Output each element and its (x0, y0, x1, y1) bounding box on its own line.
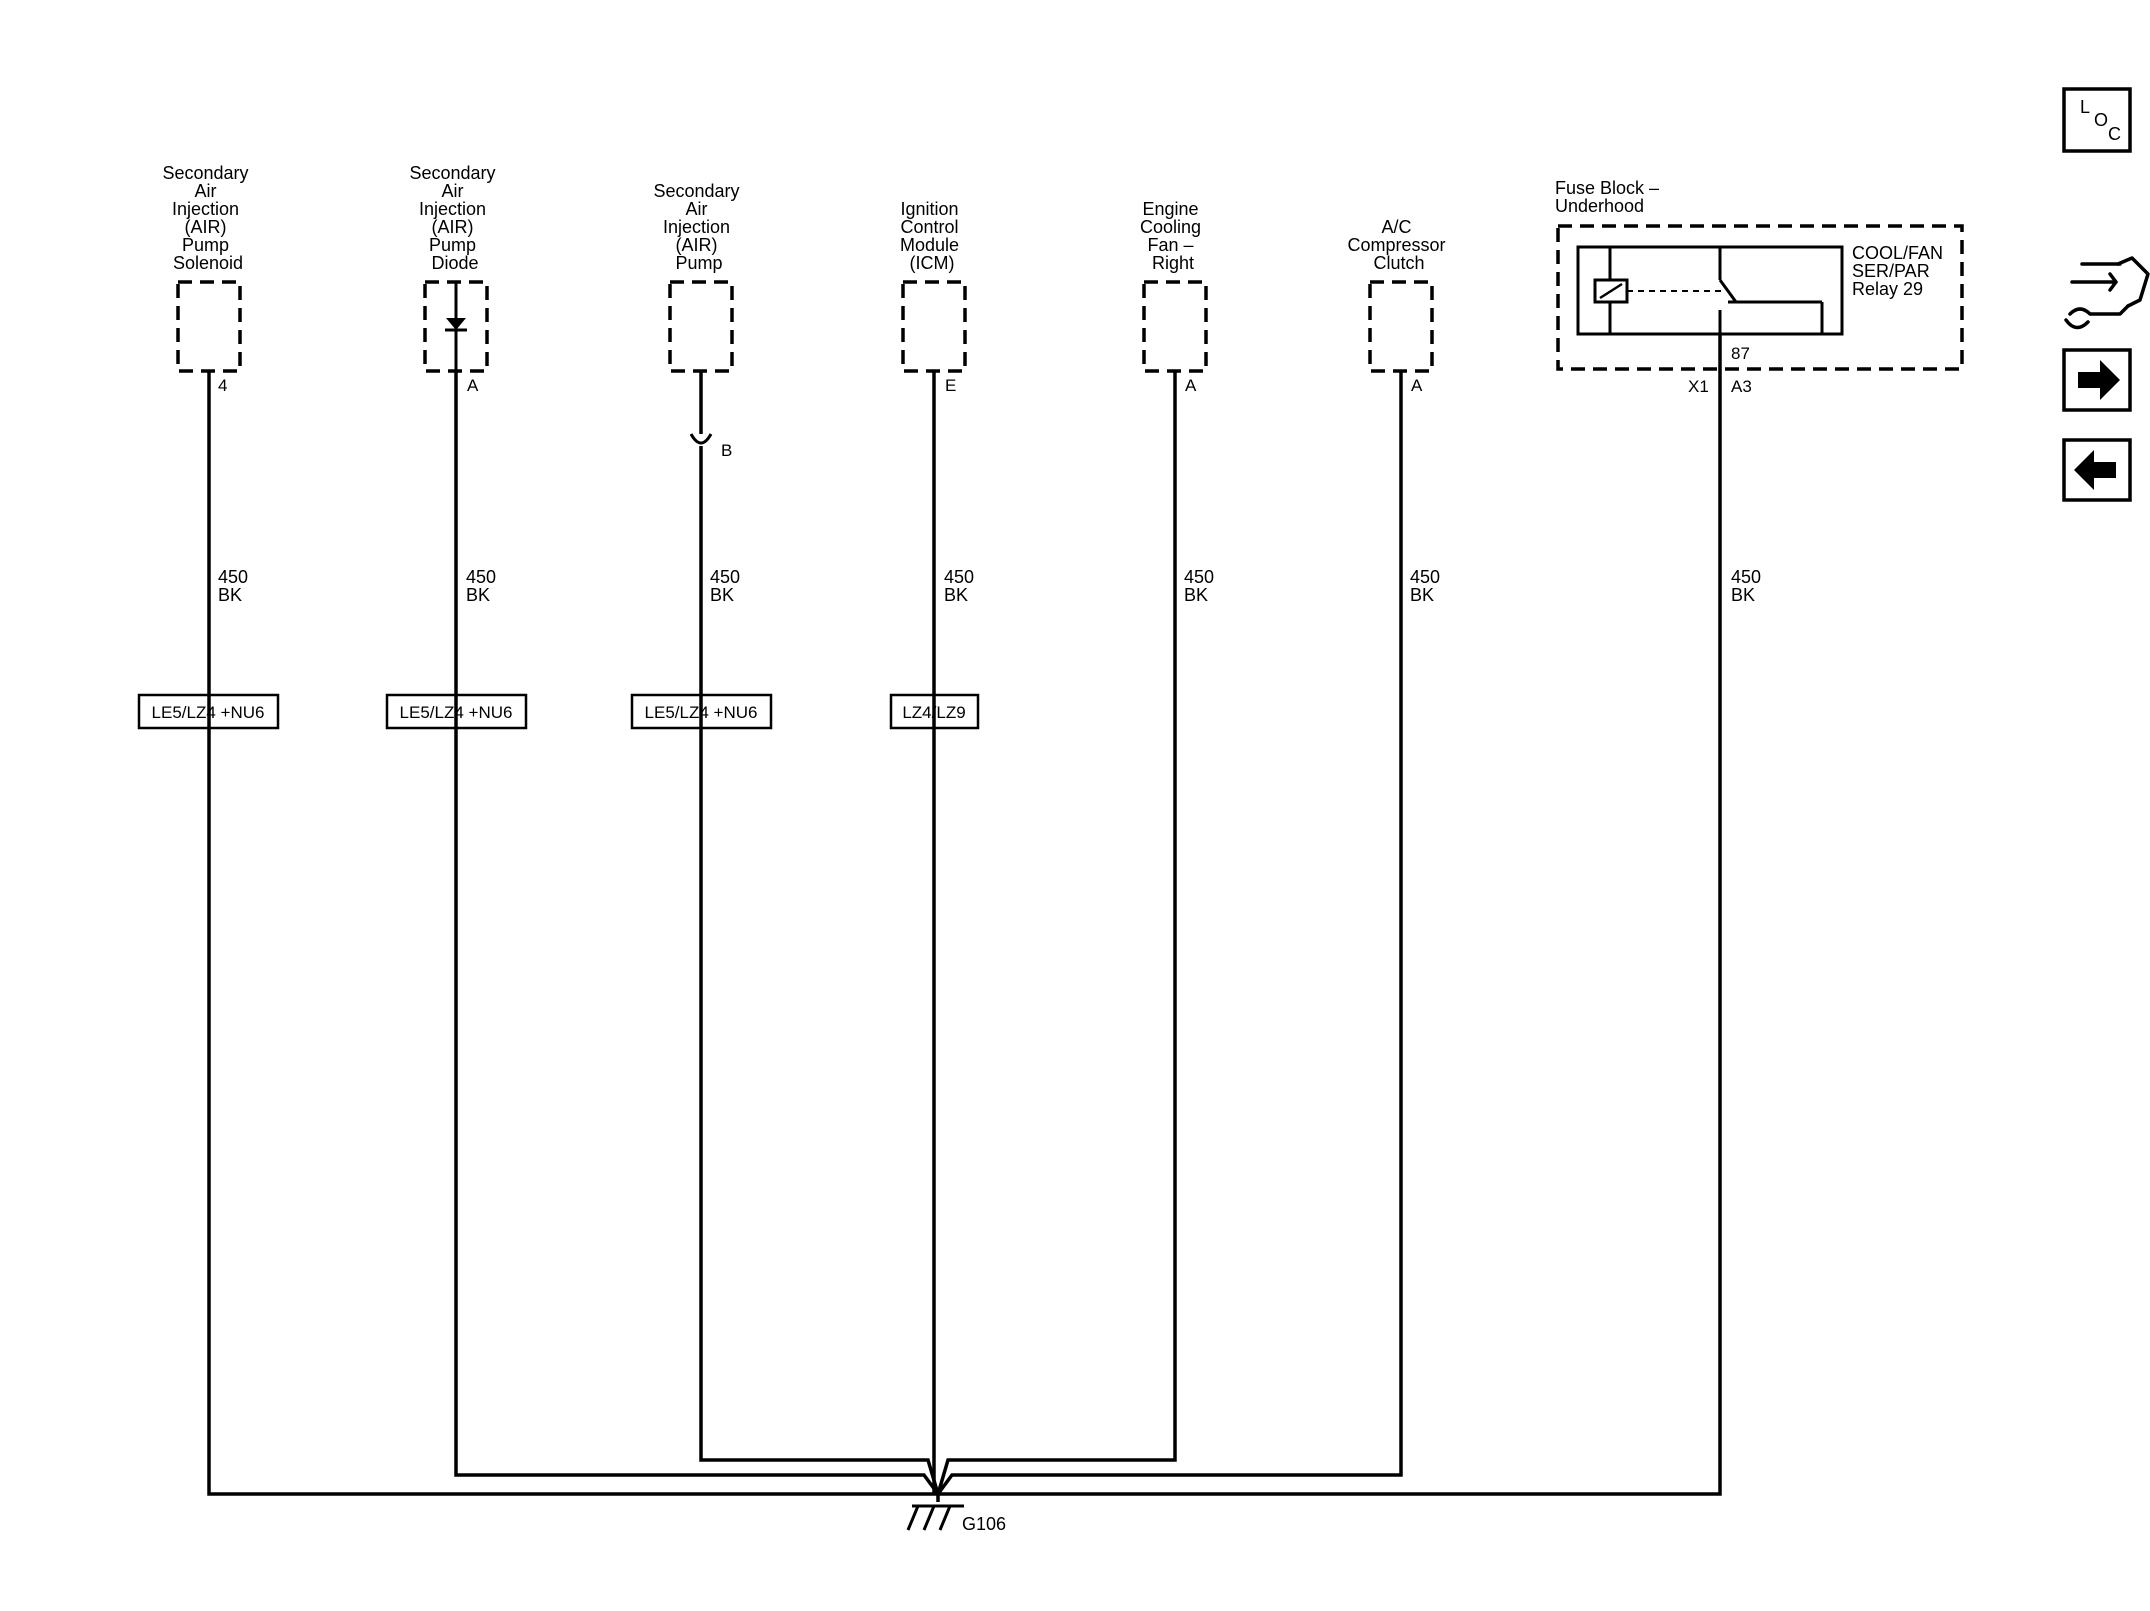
component-box (176, 280, 242, 373)
component-label: Secondary Air Injection (AIR) Pump Diode (409, 163, 500, 273)
wire-air-pump-solenoid (207, 371, 938, 1496)
fuse-block-label: Fuse Block – Underhood (1555, 178, 1664, 216)
component-label: Secondary Air Injection (AIR) Pump Solen… (162, 163, 253, 273)
component-box (668, 280, 734, 373)
arrow-right-icon (2078, 360, 2120, 400)
wire-air-pump-diode (454, 371, 940, 1496)
wires (207, 334, 1722, 1496)
wire-gauge: 450 (466, 567, 496, 587)
ground-label: G106 (962, 1514, 1006, 1534)
location-icon: L O C (2080, 97, 2121, 144)
component-air-pump-solenoid: Secondary Air Injection (AIR) Pump Solen… (137, 163, 280, 730)
component-label: Secondary Air Injection (AIR) Pump (653, 181, 744, 273)
fuse-block-underhood: Fuse Block – Underhood COOL/FAN SER/PAR … (1555, 178, 1964, 605)
wire-ac-compressor-clutch (936, 371, 1403, 1496)
component-box (1368, 280, 1434, 373)
svg-text:L: L (2080, 97, 2090, 117)
component-engine-cooling-fan-right: Engine Cooling Fan – Right A 450 BK (1140, 199, 1214, 605)
relay-terminal-label: 87 (1731, 344, 1750, 363)
component-box (901, 280, 967, 373)
pin-label: A (1185, 376, 1197, 395)
wire-gauge: 450 (1184, 567, 1214, 587)
component-label: Ignition Control Module (ICM) (900, 199, 964, 273)
diode-icon (445, 282, 467, 371)
wire-color: BK (710, 585, 734, 605)
wire-gauge: 450 (710, 567, 740, 587)
pin-label: E (945, 376, 956, 395)
component-label: A/C Compressor Clutch (1347, 217, 1450, 273)
fuse-block-box (1556, 224, 1964, 371)
wire-color: BK (1410, 585, 1434, 605)
wire-color: BK (466, 585, 490, 605)
connector-label: X1 (1688, 377, 1709, 396)
arrow-left-icon (2074, 450, 2116, 490)
pin-label: B (721, 441, 732, 460)
component-ac-compressor-clutch: A/C Compressor Clutch A 450 BK (1347, 217, 1450, 605)
wire-color: BK (944, 585, 968, 605)
wire-air-pump (699, 371, 940, 1495)
pin-label: A3 (1731, 377, 1752, 396)
wire-gauge: 450 (1731, 567, 1761, 587)
wire-gauge: 450 (944, 567, 974, 587)
relay-icon (1576, 245, 1844, 336)
wire-color: BK (218, 585, 242, 605)
previous-page-button[interactable] (2062, 438, 2132, 502)
component-label: Engine Cooling Fan – Right (1140, 199, 1206, 273)
wire-color: BK (1731, 585, 1755, 605)
ground-icon (906, 1504, 964, 1531)
wire-gauge: 450 (1410, 567, 1440, 587)
wire-gauge: 450 (218, 567, 248, 587)
wire-color: BK (1184, 585, 1208, 605)
wrench-hand-icon[interactable] (2064, 256, 2150, 330)
wire-fuse-block (938, 334, 1722, 1496)
pin-label: A (467, 376, 479, 395)
pin-label: A (1411, 376, 1423, 395)
connector-icon (689, 433, 713, 445)
loc-button[interactable]: L O C (2062, 87, 2132, 153)
relay-label: COOL/FAN SER/PAR Relay 29 (1852, 243, 1948, 299)
component-box (1142, 280, 1208, 373)
pin-label: 4 (218, 376, 227, 395)
ground-g106: G106 (906, 1494, 1006, 1534)
next-page-button[interactable] (2062, 348, 2132, 412)
svg-text:C: C (2108, 124, 2121, 144)
svg-text:O: O (2094, 110, 2108, 130)
wire-engine-cooling-fan-right (936, 371, 1177, 1495)
